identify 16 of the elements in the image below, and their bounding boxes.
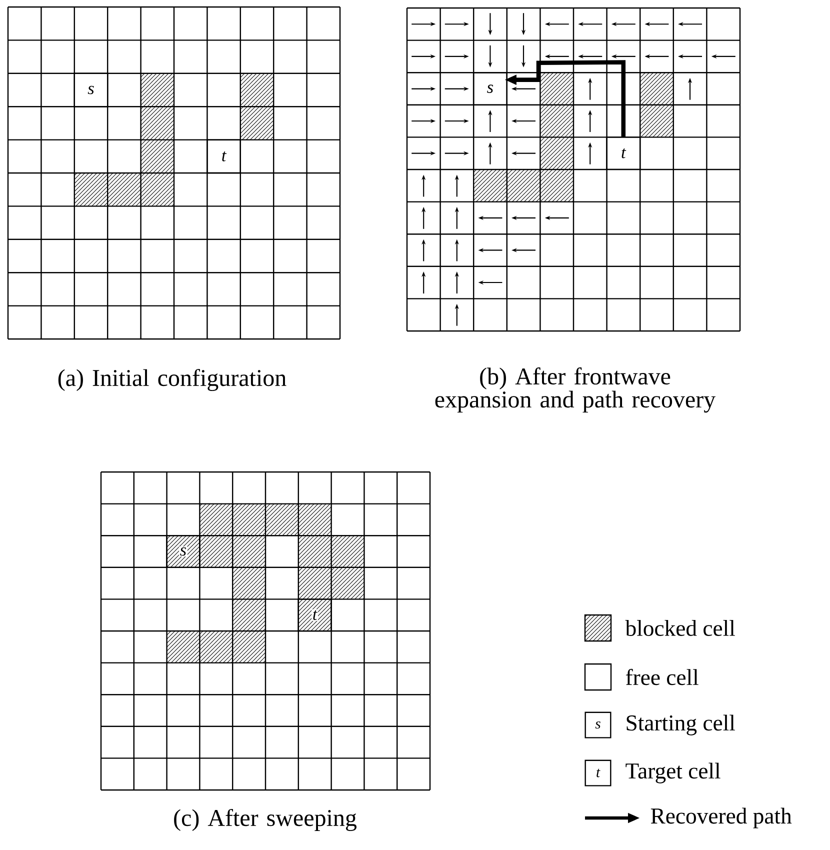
legend-text: Target cell: [626, 762, 720, 784]
legend-text: blocked cell: [625, 620, 735, 636]
cell: s: [74, 72, 108, 108]
blocked-cell: t: [298, 598, 332, 632]
legend-cell: t: [584, 760, 612, 786]
cell: t: [206, 139, 241, 174]
caption: (b) After frontwave expansion and path recovery: [435, 367, 716, 413]
legend-text: free cell: [626, 668, 698, 686]
cell: t: [606, 136, 641, 170]
legend-text: Starting cell: [626, 714, 735, 736]
caption: (a) Initial configuration: [58, 368, 286, 392]
legend-text: Recovered path: [650, 808, 792, 828]
cell: s: [472, 72, 508, 106]
legend-cell: s: [584, 712, 612, 738]
caption: (c) After sweeping: [174, 808, 356, 832]
blocked-cell: s: [166, 534, 200, 568]
